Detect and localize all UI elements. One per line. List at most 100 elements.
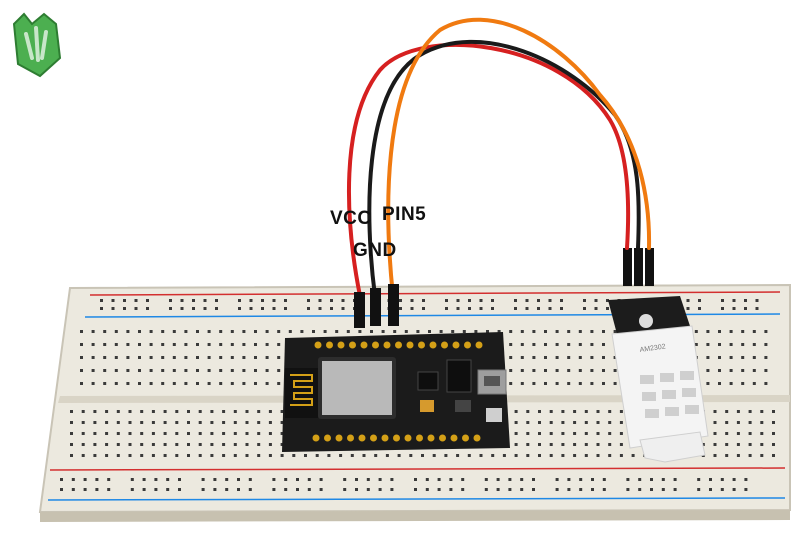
breadboard-hole [166, 478, 170, 481]
breadboard-hole [184, 343, 188, 346]
breadboard-hole [456, 454, 460, 457]
header-pin [383, 341, 391, 349]
breadboard-hole [343, 488, 347, 491]
breadboard-hole [248, 478, 252, 481]
breadboard-hole [725, 410, 729, 413]
breadboard-hole [725, 432, 729, 435]
breadboard-hole [697, 478, 701, 481]
breadboard-hole [203, 299, 207, 302]
breadboard-hole [608, 443, 612, 446]
breadboard-hole [608, 454, 612, 457]
breadboard-hole [280, 410, 284, 413]
breadboard-hole [116, 454, 120, 457]
breadboard-hole [198, 410, 202, 413]
breadboard-hole [374, 454, 378, 457]
breadboard-hole [764, 330, 768, 333]
breadboard-hole [764, 382, 768, 385]
breadboard-hole [323, 330, 327, 333]
breadboard-hole [449, 488, 453, 491]
breadboard-hole [184, 330, 188, 333]
breadboard-hole [277, 356, 281, 359]
breadboard-hole [686, 299, 690, 302]
breadboard-hole [257, 432, 261, 435]
breadboard-hole [752, 369, 756, 372]
breadboard-hole [591, 478, 594, 481]
breadboard-hole [272, 307, 276, 310]
breadboard-hole [330, 307, 333, 310]
header-pin [360, 341, 368, 349]
breadboard-hole [461, 478, 465, 481]
header-pin [393, 434, 400, 442]
breadboard-hole [706, 382, 710, 385]
breadboard-hole [272, 299, 276, 302]
nodemcu-board [282, 332, 510, 452]
breadboard-hole [526, 454, 530, 457]
breadboard-hole [91, 343, 95, 346]
breadboard-hole [567, 330, 571, 333]
breadboard-hole [233, 421, 237, 424]
breadboard-hole [100, 307, 103, 310]
breadboard-hole [123, 299, 126, 302]
breadboard-hole [172, 369, 176, 372]
breadboard-hole [520, 382, 524, 385]
breadboard-hole [114, 382, 118, 385]
breadboard-hole [116, 432, 120, 435]
breadboard-hole [713, 454, 717, 457]
breadboard-hole [163, 454, 167, 457]
breadboard-hole [532, 488, 535, 491]
breadboard-hole [736, 410, 740, 413]
breadboard-hole [451, 330, 455, 333]
breadboard-hole [741, 343, 745, 346]
breadboard-hole [175, 421, 179, 424]
breadboard-hole [752, 382, 756, 385]
breadboard-hole [366, 478, 370, 481]
breadboard-hole [399, 299, 402, 302]
breadboard-hole [230, 330, 234, 333]
breadboard-hole [381, 330, 385, 333]
breadboard-hole [718, 356, 721, 359]
breadboard-hole [230, 369, 234, 372]
breadboard-hole [172, 382, 176, 385]
breadboard-hole [509, 356, 513, 359]
breadboard-hole [432, 454, 436, 457]
breadboard-hole [272, 488, 276, 491]
breadboard-hole [694, 330, 698, 333]
breadboard-hole [219, 330, 223, 333]
breadboard-hole [752, 356, 756, 359]
breadboard-hole [70, 454, 73, 457]
breadboard-hole [752, 330, 756, 333]
breadboard-hole [732, 307, 736, 310]
breadboard-hole [706, 330, 710, 333]
breadboard-hole [198, 421, 202, 424]
breadboard-hole [594, 299, 598, 302]
breadboard-hole [555, 369, 559, 372]
header-pin [475, 341, 483, 349]
breadboard-hole [393, 330, 397, 333]
breadboard-hole [484, 488, 488, 491]
breadboard-hole [445, 307, 448, 310]
breadboard-hole [277, 343, 281, 346]
breadboard-hole [509, 330, 513, 333]
breadboard-hole [114, 343, 118, 346]
breadboard-hole [578, 343, 582, 346]
breadboard-hole [245, 421, 249, 424]
breadboard-hole [619, 443, 623, 446]
breadboard-hole [343, 478, 347, 481]
breadboard-hole [425, 488, 429, 491]
breadboard-hole [590, 356, 594, 359]
breadboard-hole [123, 307, 126, 310]
breadboard-hole [307, 299, 310, 302]
breadboard-hole [509, 369, 513, 372]
breadboard-hole [233, 443, 237, 446]
breadboard-hole [567, 356, 571, 359]
breadboard-hole [180, 299, 184, 302]
breadboard-hole [265, 330, 269, 333]
breadboard-hole [178, 488, 181, 491]
breadboard-hole [584, 421, 588, 424]
header-pin [418, 341, 425, 349]
breadboard-hole [520, 369, 524, 372]
breadboard-hole [91, 356, 95, 359]
breadboard-hole [729, 330, 733, 333]
breadboard-hole [748, 454, 752, 457]
